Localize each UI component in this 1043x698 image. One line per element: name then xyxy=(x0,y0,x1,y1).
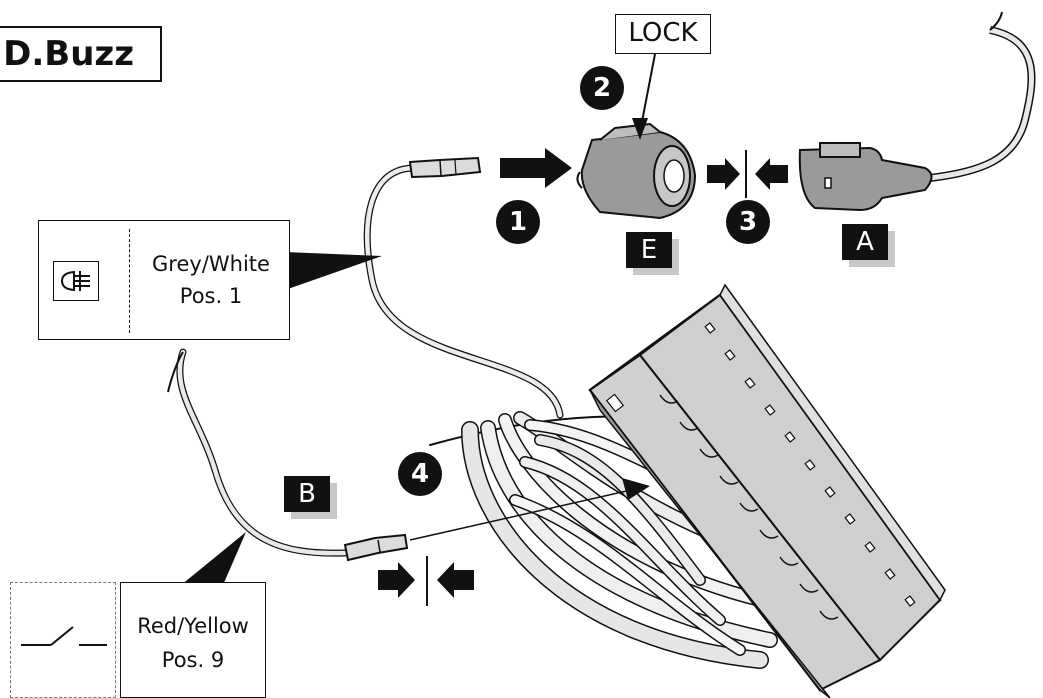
label-divider xyxy=(129,229,130,333)
tag-e: E xyxy=(626,232,672,268)
switch-icon xyxy=(19,617,109,657)
wire-label-box-2: Red/Yellow Pos. 9 xyxy=(120,582,266,698)
mate-arrows-icon xyxy=(707,150,788,198)
step-1: 1 xyxy=(496,200,540,244)
tag-b: B xyxy=(284,476,330,512)
terminal-pin-e xyxy=(408,156,482,179)
lock-arrow-icon xyxy=(632,118,648,140)
mate-arrows-icon-b xyxy=(378,556,474,606)
terminal-pin-b xyxy=(343,533,409,562)
wire-label-box-1: Grey/White Pos. 1 xyxy=(38,220,290,340)
wire-position-2: Pos. 9 xyxy=(161,648,225,672)
connector-a xyxy=(798,11,1036,212)
connector-e xyxy=(576,122,697,220)
insert-arrow-icon-4 xyxy=(622,478,650,500)
wire-position-1: Pos. 1 xyxy=(179,284,243,308)
wire-color-2: Red/Yellow xyxy=(137,614,249,638)
insert-arrow-icon xyxy=(500,148,572,188)
wire-color-1: Grey/White xyxy=(152,252,270,276)
tag-a: A xyxy=(842,224,888,260)
step-3: 3 xyxy=(726,200,770,244)
model-label: D.Buzz xyxy=(0,26,162,82)
fog-light-icon xyxy=(53,261,99,301)
step-2: 2 xyxy=(580,66,624,110)
callout-pointer-bottom xyxy=(175,532,246,592)
lock-label: LOCK xyxy=(615,14,711,54)
callout-pointer-top xyxy=(285,252,382,290)
harness-connector-block xyxy=(588,283,946,698)
wire-b-lead xyxy=(176,348,349,557)
step-4: 4 xyxy=(398,452,442,496)
wire-label-box-2-icon-cell xyxy=(10,582,116,698)
